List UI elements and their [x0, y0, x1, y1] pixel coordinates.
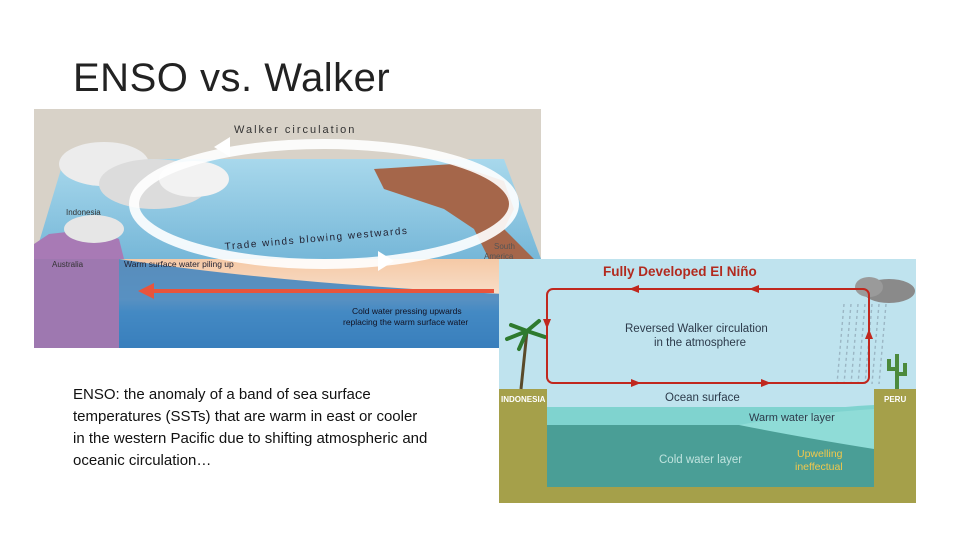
reversed-walker-label-2: in the atmosphere: [654, 337, 746, 349]
sea-floor: [547, 487, 874, 503]
el-nino-title: Fully Developed El Niño: [603, 264, 757, 279]
arrowhead: [629, 285, 639, 293]
cloud: [64, 215, 124, 243]
upwelling-label-2: ineffectual: [795, 461, 843, 473]
cold-water-layer-label: Cold water layer: [659, 454, 742, 466]
peru-land: [874, 389, 916, 503]
south-america-label-2: America: [484, 252, 514, 261]
arrowhead: [138, 283, 154, 299]
el-nino-figure: Fully Developed El Niño Reversed Walker …: [499, 259, 916, 503]
south-america-label-1: South: [494, 242, 515, 251]
cactus-icon: [887, 354, 907, 389]
warm-water-layer-label: Warm water layer: [749, 412, 835, 424]
warm-water-label: Warm surface water piling up: [124, 259, 234, 269]
walker-loop-arrow: [129, 139, 519, 269]
walker-circulation-label: Walker circulation: [234, 124, 356, 136]
arrowhead: [761, 379, 771, 387]
upwelling-label-1: Upwelling: [797, 448, 843, 460]
arrowhead: [378, 251, 394, 271]
slide-title: ENSO vs. Walker: [73, 56, 391, 100]
arrowhead: [749, 285, 759, 293]
peru-label: PERU: [884, 395, 906, 404]
arrowhead: [543, 319, 551, 329]
rain-icon: [836, 303, 887, 385]
indonesia-land: [499, 389, 547, 503]
palm-leaves-icon: [505, 319, 547, 351]
arrowhead: [631, 379, 641, 387]
reversed-walker-label-1: Reversed Walker circulation: [625, 323, 768, 335]
palm-trunk: [519, 330, 529, 390]
rain-cloud: [855, 277, 883, 297]
cold-water-layer: [119, 259, 504, 348]
warm-layer-wedge: [739, 409, 874, 449]
arrowhead: [214, 137, 230, 157]
arrowhead: [865, 329, 873, 339]
australia-section: [34, 259, 119, 348]
indonesia-label: INDONESIA: [501, 395, 546, 404]
australia-label: Australia: [52, 260, 84, 269]
cold-water-label-1: Cold water pressing upwards: [352, 306, 462, 316]
slide-body-text: ENSO: the anomaly of a band of sea surfa…: [73, 386, 428, 469]
walker-circulation-figure: Walker circulation Indonesia Australia S…: [34, 109, 541, 348]
indonesia-label: Indonesia: [66, 208, 101, 217]
cold-water-label-2: replacing the warm surface water: [343, 317, 468, 327]
ocean-surface-label: Ocean surface: [665, 392, 740, 404]
